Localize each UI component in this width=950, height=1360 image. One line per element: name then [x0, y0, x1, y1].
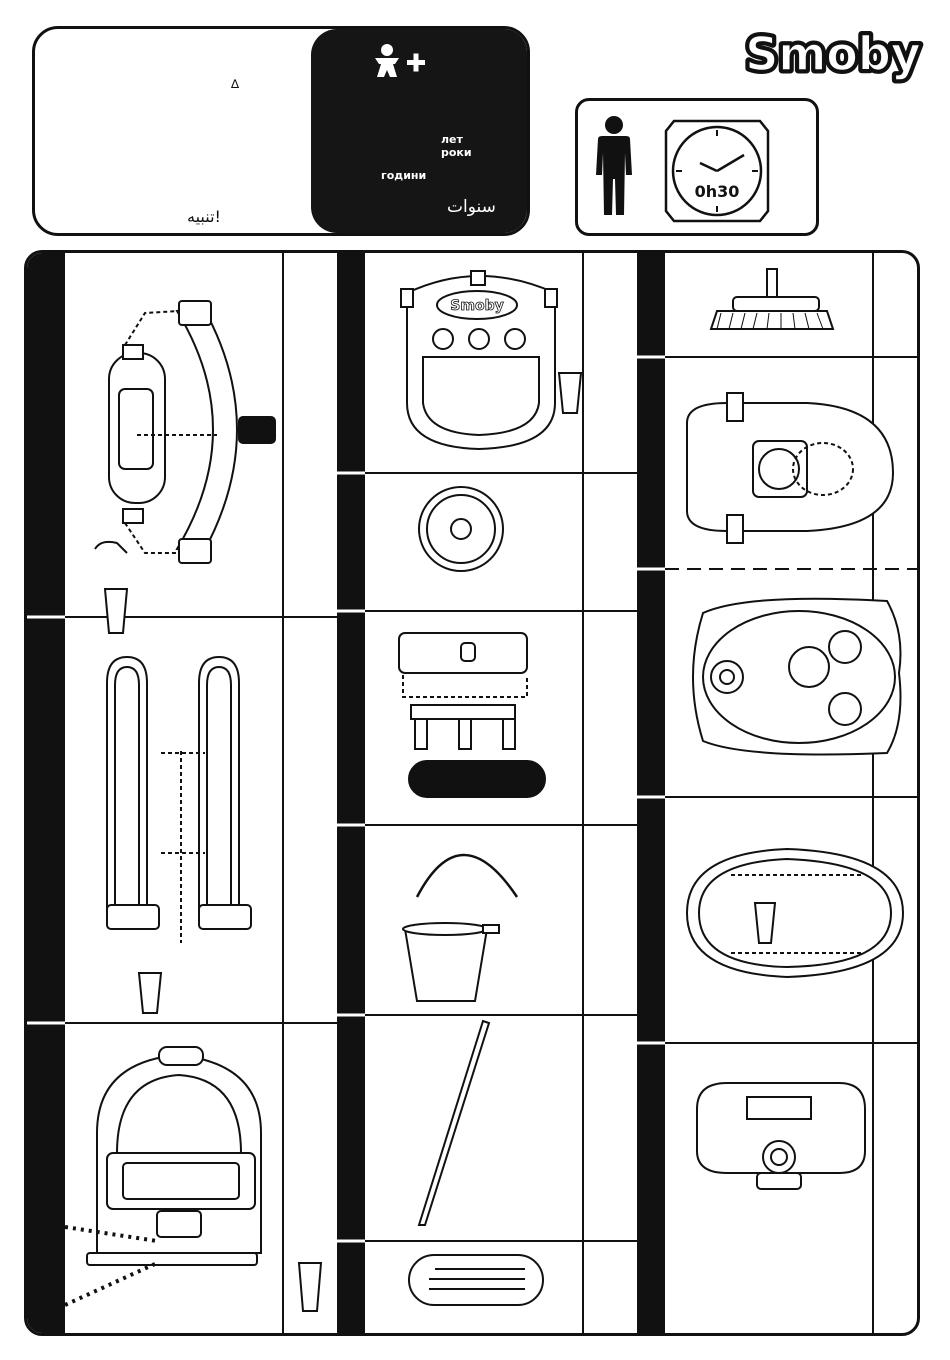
round-disk-drawing — [419, 487, 503, 571]
front-body-drawing — [87, 1047, 321, 1311]
warning-arabic-text: تنبيه! — [187, 207, 221, 226]
vacuum-bottom-drawing — [687, 393, 893, 543]
smoby-logo: Smoby Smoby — [738, 20, 928, 94]
long-tube-drawing — [419, 1021, 489, 1225]
column-1-step-bar — [27, 253, 65, 1333]
filter-bracket-drawing — [399, 633, 545, 797]
assembly-steps-frame: Smoby — [24, 250, 920, 1336]
age-panel: лет роки години سنوات — [311, 29, 527, 233]
handle-assembly-drawing — [95, 301, 275, 633]
column-2-step-bar — [337, 253, 365, 1333]
assembly-time-label: 0h30 — [695, 182, 740, 201]
assembly-steps-illustration: Smoby — [27, 253, 917, 1333]
warning-small-mark: ∆ — [231, 77, 239, 91]
age-years-ar: سنوات — [447, 201, 496, 214]
bucket-drawing — [403, 855, 517, 1001]
motor-module-drawing — [697, 1083, 865, 1189]
floor-brush-drawing — [711, 269, 833, 329]
assembly-info-box: 0h30 — [575, 98, 819, 236]
sticker-drawing — [409, 1255, 543, 1305]
age-years-bg: години — [381, 169, 426, 182]
clock-icon: 0h30 — [664, 119, 770, 223]
part-label-smoby: Smoby — [450, 298, 503, 314]
adult-person-icon — [592, 115, 636, 217]
age-years-ru: лет — [441, 133, 463, 146]
warning-box: ∆ تنبيه! лет роки години سنوات — [32, 26, 530, 236]
oval-base-drawing — [687, 849, 903, 977]
logo-text: Smoby — [745, 27, 921, 81]
column-3-step-bar — [637, 253, 665, 1333]
age-years-uk: роки — [441, 146, 472, 159]
side-frames-drawing — [107, 657, 251, 1013]
child-age-plus-icon — [373, 43, 433, 83]
vacuum-body-drawing — [693, 599, 901, 755]
